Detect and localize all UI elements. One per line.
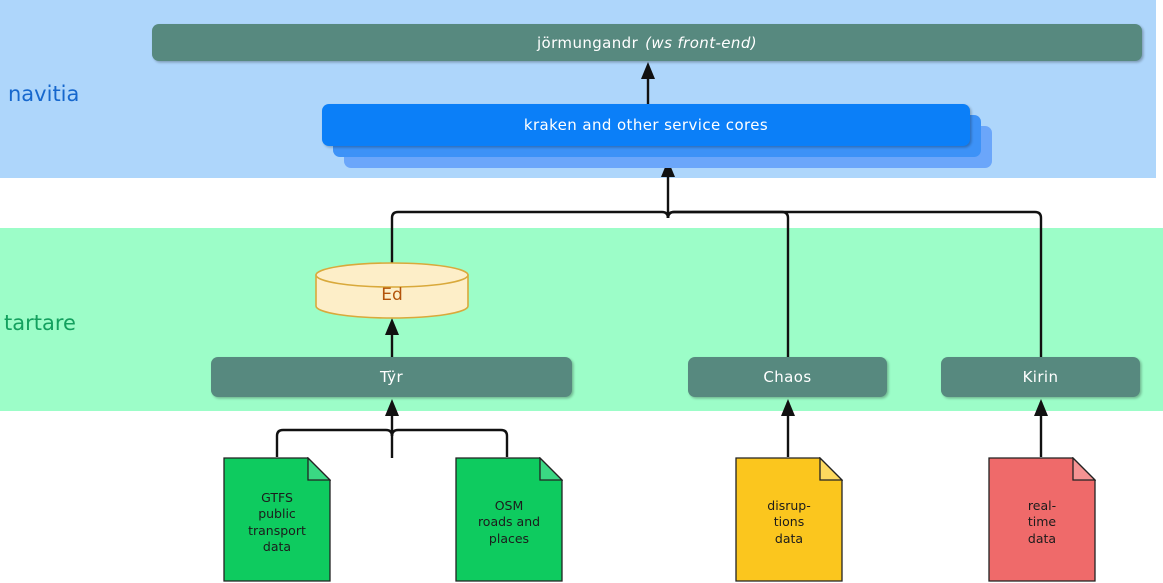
doc-line: tions: [773, 514, 805, 530]
node-kraken[interactable]: kraken and other service cores: [322, 104, 992, 168]
doc-line: time: [1027, 514, 1057, 530]
doc-line: data: [774, 530, 804, 546]
node-ed-database[interactable]: Ed: [315, 262, 469, 319]
document-disruptions-text: disrup- tions data: [735, 457, 843, 582]
edge-gtfs-to-tyr: [275, 428, 394, 457]
node-chaos[interactable]: Chaos: [688, 357, 887, 397]
node-kirin-label: Kirin: [1022, 368, 1059, 386]
doc-line: disrup-: [767, 497, 811, 513]
node-jormungandr[interactable]: jörmungandr (ws front-end): [152, 24, 1142, 61]
kraken-stack-layer-front[interactable]: kraken and other service cores: [322, 104, 970, 146]
document-realtime[interactable]: real- time data: [988, 457, 1096, 582]
document-icon: [223, 457, 331, 582]
doc-line: transport: [248, 522, 306, 538]
node-kraken-label: kraken and other service cores: [523, 116, 769, 134]
document-realtime-text: real- time data: [988, 457, 1096, 582]
document-icon: [455, 457, 563, 582]
doc-line: data: [1027, 530, 1057, 546]
doc-line: real-: [1027, 497, 1057, 513]
node-kirin[interactable]: Kirin: [941, 357, 1140, 397]
node-jormungandr-name: jörmungandr: [536, 33, 639, 52]
document-icon: [988, 457, 1096, 582]
doc-line: GTFS: [261, 489, 293, 505]
document-gtfs-text: GTFS public transport data: [223, 457, 331, 582]
node-jormungandr-qualifier: (ws front-end): [645, 33, 758, 52]
doc-line: OSM: [494, 497, 524, 513]
node-ed-label: Ed: [381, 285, 403, 305]
document-icon: [735, 457, 843, 582]
node-tyr-label: Tÿr: [379, 368, 404, 386]
node-chaos-label: Chaos: [763, 368, 812, 386]
document-osm[interactable]: OSM roads and places: [455, 457, 563, 582]
layer-label-navitia: navitia: [8, 82, 80, 106]
edge-osm-to-tyr: [390, 428, 509, 457]
node-tyr[interactable]: Tÿr: [211, 357, 572, 397]
doc-line: places: [488, 530, 530, 546]
doc-line: data: [262, 539, 292, 554]
doc-line: roads and: [477, 514, 541, 530]
layer-label-tartare: tartare: [4, 311, 76, 335]
document-gtfs[interactable]: GTFS public transport data: [223, 457, 331, 582]
database-cylinder-icon: [315, 262, 469, 319]
document-disruptions[interactable]: disrup- tions data: [735, 457, 843, 582]
doc-line: public: [258, 506, 296, 521]
document-osm-text: OSM roads and places: [455, 457, 563, 582]
